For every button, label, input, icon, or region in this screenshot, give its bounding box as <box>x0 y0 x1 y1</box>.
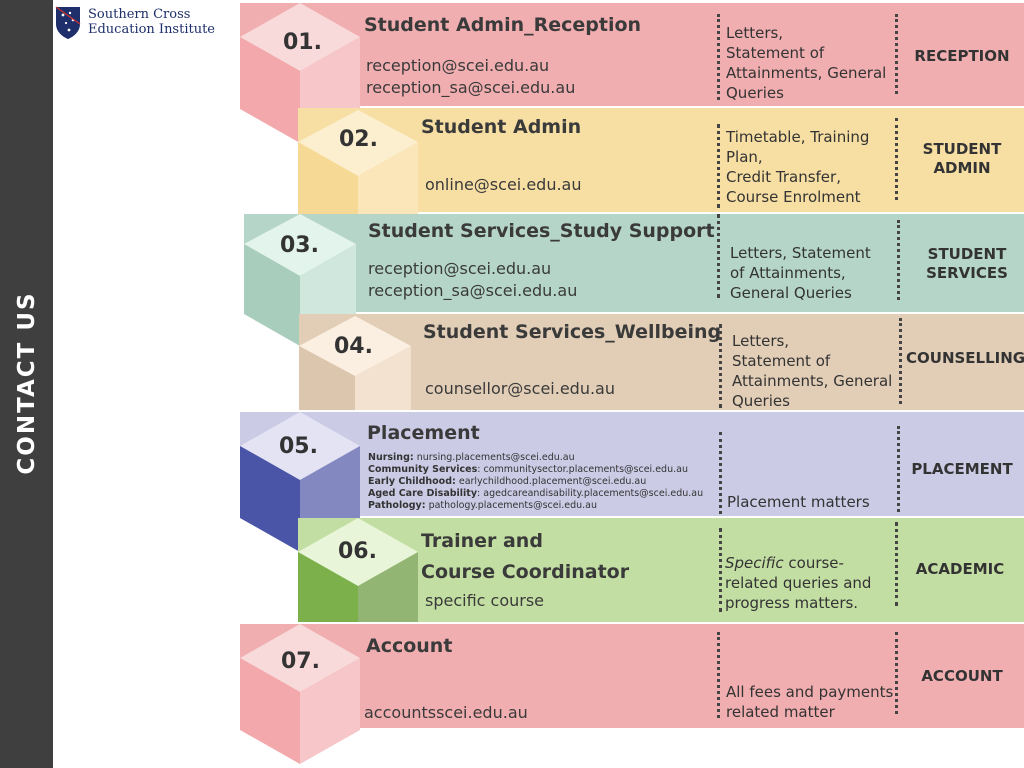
row-number: 06. <box>338 539 377 564</box>
row-band <box>298 518 1024 622</box>
row-number: 05. <box>279 434 318 459</box>
department-label: ACCOUNT <box>921 667 1003 685</box>
row-band <box>299 314 1024 410</box>
divider <box>719 528 722 612</box>
institute-name: Southern Cross Education Institute <box>88 7 215 37</box>
cube-icon <box>299 316 411 410</box>
row-number: 04. <box>334 334 373 359</box>
divider <box>895 14 898 94</box>
row-title: Placement <box>367 422 480 444</box>
divider <box>719 432 722 514</box>
department-label: RECEPTION <box>914 47 1010 65</box>
placement-line[interactable]: Nursing: nursing.placements@scei.edu.au <box>368 452 575 463</box>
row-band <box>240 3 1024 106</box>
email-link[interactable]: reception@scei.edu.au <box>366 56 550 75</box>
shield-logo-icon <box>55 6 81 39</box>
row-title: Student Services_Wellbeing <box>423 321 722 343</box>
placement-line[interactable]: Community Services: communitysector.plac… <box>368 464 688 475</box>
row-number: 01. <box>283 30 322 55</box>
row-band <box>244 214 1024 312</box>
course-text: specific course <box>425 591 545 610</box>
cube-icon <box>298 518 418 622</box>
purpose-text: Specific course- related queries and pro… <box>725 554 872 612</box>
email-link[interactable]: reception_sa@scei.edu.au <box>366 78 576 97</box>
row-title: Account <box>366 635 453 657</box>
placement-line[interactable]: Aged Care Disability: agedcareandisabili… <box>368 488 704 499</box>
email-link[interactable]: counsellor@scei.edu.au <box>425 379 615 398</box>
divider <box>899 318 902 404</box>
department-label: ACADEMIC <box>915 560 1005 578</box>
divider <box>717 124 720 208</box>
sidebar: CONTACT US <box>0 0 53 768</box>
email-link[interactable]: reception@scei.edu.au <box>368 259 552 278</box>
divider <box>719 324 722 408</box>
row-title: Student Services_Study Support <box>368 220 715 242</box>
sidebar-title: CONTACT US <box>14 291 40 475</box>
divider <box>895 522 898 606</box>
cube-icon <box>298 110 418 214</box>
department-label: COUNSELLING <box>906 349 1024 367</box>
email-link[interactable]: reception_sa@scei.edu.au <box>368 281 578 300</box>
divider <box>717 214 720 298</box>
email-link[interactable]: accountsscei.edu.au <box>364 703 528 722</box>
cube-icon <box>240 624 360 764</box>
placement-line[interactable]: Pathology: pathology.placements@scei.edu… <box>368 500 598 511</box>
department-label: PLACEMENT <box>911 460 1013 478</box>
row-title: Student Admin_Reception <box>364 14 642 36</box>
logo-line-2: Education Institute <box>88 22 216 37</box>
divider <box>717 14 720 100</box>
row-number: 02. <box>339 127 378 152</box>
divider <box>897 220 900 300</box>
logo-line-1: Southern Cross <box>88 7 191 22</box>
divider <box>895 118 898 200</box>
row-band <box>298 108 1024 212</box>
row-number: 07. <box>281 649 320 674</box>
email-link[interactable]: online@scei.edu.au <box>425 175 582 194</box>
purpose-text: Placement matters <box>727 493 870 511</box>
divider <box>895 632 898 714</box>
cube-icon <box>240 412 360 552</box>
row-band <box>240 412 1024 516</box>
placement-email-list: Nursing: nursing.placements@scei.edu.au … <box>368 452 703 512</box>
row-title: Student Admin <box>421 116 582 138</box>
placement-line[interactable]: Early Childhood: earlychildhood.placemen… <box>368 476 647 487</box>
divider <box>897 426 900 512</box>
row-band <box>240 624 1024 728</box>
row-number: 03. <box>280 233 319 258</box>
divider <box>717 632 720 718</box>
